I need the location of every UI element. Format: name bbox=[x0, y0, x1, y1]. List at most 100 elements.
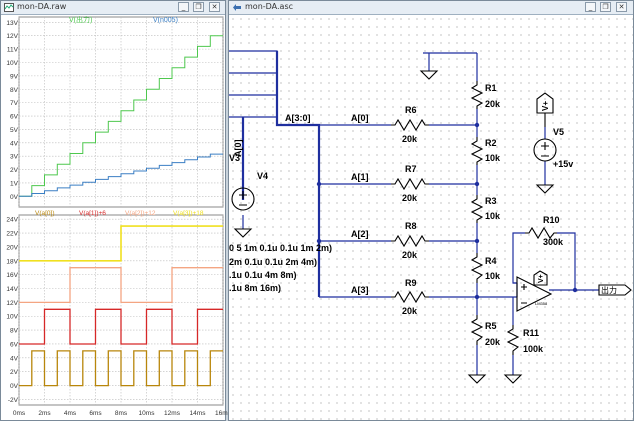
y-tick-label-top: 3V bbox=[10, 154, 19, 161]
trace-legend-a3: V(a[3])+18 bbox=[173, 210, 204, 217]
trace-output bbox=[19, 35, 223, 197]
trace-legend-a1: V(a[1])+6 bbox=[79, 210, 106, 217]
y-tick-label-top: 0V bbox=[10, 194, 19, 201]
r10-name: R10 bbox=[543, 215, 560, 225]
x-tick-label: 14ms bbox=[190, 410, 207, 417]
trace-legend-a2: V(a[2])+12 bbox=[125, 210, 156, 217]
r5-name: R5 bbox=[485, 321, 497, 331]
schematic-title: mon-DA.asc bbox=[245, 2, 294, 11]
resistor-r2[interactable] bbox=[470, 137, 484, 165]
resistor-r1[interactable] bbox=[470, 81, 484, 109]
y-tick-label-bottom: 2V bbox=[10, 369, 19, 376]
r8-name: R8 bbox=[405, 221, 417, 231]
r7-value: 20k bbox=[402, 193, 418, 203]
r6-name: R6 bbox=[405, 105, 417, 115]
r4-value: 10k bbox=[485, 271, 501, 281]
schematic-window[interactable]: mon-DA.asc _ ❐ ✕ bbox=[228, 0, 634, 421]
schematic-grid bbox=[229, 15, 633, 421]
trace-legend-a0: V(a[0]) bbox=[35, 210, 55, 217]
trace-a1 bbox=[19, 308, 223, 345]
trace-n005 bbox=[19, 153, 223, 197]
y-tick-label-bottom: 20V bbox=[6, 244, 18, 251]
resistor-r9[interactable] bbox=[391, 290, 429, 304]
x-tick-label: 16ms bbox=[215, 410, 232, 417]
voltage-source-v4[interactable] bbox=[231, 187, 255, 211]
y-tick-label-top: 12V bbox=[6, 33, 18, 40]
x-tick-label: 2ms bbox=[38, 410, 51, 417]
voltage-source-v5[interactable] bbox=[533, 138, 557, 162]
trace-a3 bbox=[19, 225, 223, 262]
y-tick-label-bottom: 16V bbox=[6, 272, 18, 279]
resistor-r5[interactable] bbox=[470, 315, 484, 345]
restore-button[interactable]: ❐ bbox=[193, 2, 204, 12]
x-tick-label: 10ms bbox=[139, 410, 156, 417]
r6-value: 20k bbox=[402, 134, 418, 144]
vplus-label-v5: V+ bbox=[541, 101, 550, 111]
y-tick-label-top: 1V bbox=[10, 180, 19, 187]
minimize-button[interactable]: _ bbox=[178, 2, 189, 12]
resistor-r3[interactable] bbox=[470, 195, 484, 223]
waveform-file-icon bbox=[4, 3, 14, 12]
junctions bbox=[316, 122, 578, 300]
opamp-part-label: LM358 bbox=[535, 301, 548, 306]
minimize-button[interactable]: _ bbox=[585, 2, 596, 12]
r9-value: 20k bbox=[402, 306, 418, 316]
net-label-a2: A[2] bbox=[351, 229, 369, 239]
net-label-a0: A[0] bbox=[351, 113, 369, 123]
trace-a2 bbox=[19, 267, 223, 304]
r4-name: R4 bbox=[485, 256, 497, 266]
resistor-r6[interactable] bbox=[391, 118, 429, 132]
vplus-label-opamp: V+ bbox=[538, 274, 545, 283]
y-tick-label-bottom: -2V bbox=[8, 397, 19, 404]
resistor-r10[interactable] bbox=[525, 226, 557, 240]
y-tick-label-top: 11V bbox=[7, 47, 19, 54]
r9-name: R9 bbox=[405, 278, 417, 288]
r7-name: R7 bbox=[405, 164, 417, 174]
v5-name: V5 bbox=[553, 127, 564, 137]
pulse-spec-a2: .1u 0.1u 4m 8m) bbox=[229, 270, 297, 280]
r8-value: 20k bbox=[402, 250, 418, 260]
opamp-triangle[interactable] bbox=[516, 276, 553, 312]
schematic-titlebar[interactable]: mon-DA.asc _ ❐ ✕ bbox=[229, 1, 633, 15]
output-port[interactable] bbox=[598, 284, 632, 296]
waveform-titlebar[interactable]: mon-DA.raw _ ❐ ✕ bbox=[1, 1, 225, 15]
x-tick-label: 0ms bbox=[13, 410, 26, 417]
v5-value: +15v bbox=[553, 159, 573, 169]
waveform-plot[interactable]: 13V12V11V10V9V8V7V6V5V4V3V2V1V0VV(出力)V(n… bbox=[1, 15, 231, 421]
r11-name: R11 bbox=[523, 328, 539, 338]
trace-legend-output: V(出力) bbox=[69, 15, 92, 24]
pulse-spec-a1: 2m 0.1u 0.1u 2m 4m) bbox=[229, 257, 317, 267]
waveform-title: mon-DA.raw bbox=[17, 2, 67, 11]
x-tick-label: 12ms bbox=[164, 410, 181, 417]
x-tick-label: 6ms bbox=[89, 410, 102, 417]
close-button[interactable]: ✕ bbox=[209, 2, 220, 12]
resistor-r7[interactable] bbox=[391, 177, 429, 191]
y-tick-label-bottom: 18V bbox=[6, 258, 18, 265]
y-tick-label-top: 2V bbox=[10, 167, 19, 174]
net-label-a1: A[1] bbox=[351, 172, 369, 182]
trace-a0 bbox=[19, 350, 223, 387]
output-label: 出力 bbox=[601, 285, 617, 295]
bus-label: A[3:0] bbox=[285, 113, 311, 123]
y-tick-label-top: 10V bbox=[6, 60, 18, 67]
v4-name: V4 bbox=[257, 171, 268, 181]
resistor-r8[interactable] bbox=[391, 234, 429, 248]
y-tick-label-top: 6V bbox=[10, 114, 19, 121]
r3-value: 10k bbox=[485, 211, 501, 221]
vplus-flag bbox=[533, 92, 554, 286]
schematic-canvas[interactable]: A[3:0] A[0] A[0] A[1] A[2] A[3] R6 20k R… bbox=[229, 15, 633, 421]
y-tick-label-bottom: 4V bbox=[10, 355, 19, 362]
r2-name: R2 bbox=[485, 138, 497, 148]
net-label-a3: A[3] bbox=[351, 285, 369, 295]
trace-legend-n005: V(n005) bbox=[153, 17, 178, 24]
y-tick-label-top: 7V bbox=[10, 100, 19, 107]
net-wires[interactable] bbox=[242, 52, 599, 375]
resistor-r11[interactable] bbox=[506, 325, 520, 355]
restore-button[interactable]: ❐ bbox=[600, 2, 611, 12]
pulse-spec-a0: 0 5 1m 0.1u 0.1u 1m 2m) bbox=[229, 243, 332, 253]
resistor-r4[interactable] bbox=[470, 253, 484, 283]
y-tick-label-bottom: 22V bbox=[6, 231, 18, 238]
close-button[interactable]: ✕ bbox=[616, 2, 627, 12]
y-tick-label-bottom: 14V bbox=[6, 286, 18, 293]
